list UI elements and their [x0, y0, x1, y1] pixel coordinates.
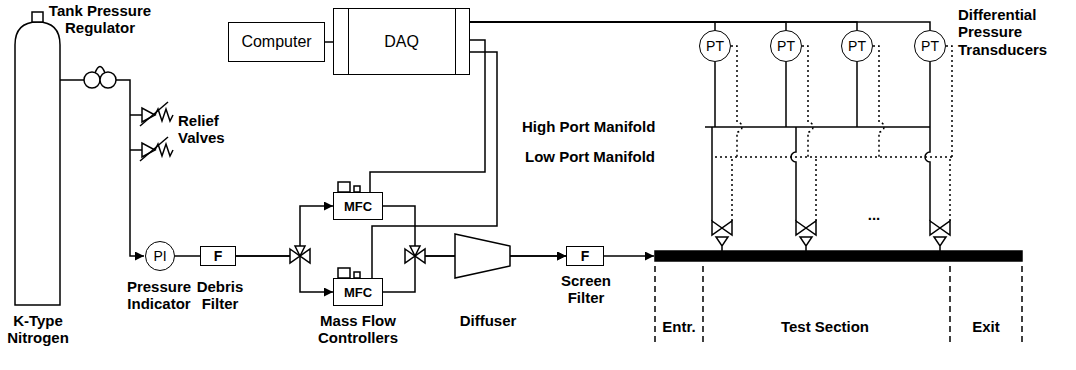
pipe	[60, 79, 84, 81]
three-way-valve	[930, 221, 950, 235]
node-text: PT	[706, 39, 724, 53]
valve-stem	[934, 237, 946, 251]
regulator-dome	[95, 67, 105, 74]
gas-cylinder	[15, 22, 60, 305]
section-divider	[1021, 266, 1023, 345]
three-way-valve	[712, 221, 732, 235]
three-way-valve	[410, 246, 420, 256]
node-text: Computer	[241, 34, 311, 50]
mass-flow-controller: MFC	[333, 192, 383, 220]
regulator-symbol	[100, 72, 116, 88]
pressure-transducer: PT	[699, 30, 731, 62]
mfc-head	[338, 182, 350, 192]
node-text: F	[581, 249, 590, 263]
valve-high-leg	[791, 127, 796, 221]
valve-stem	[800, 237, 812, 251]
node-text: PI	[153, 249, 166, 263]
section-divider	[949, 266, 951, 345]
filter-box: F	[566, 246, 604, 266]
daq-box: DAQ	[333, 8, 470, 75]
cylinder-valve	[32, 12, 43, 22]
daq-panel-line	[348, 9, 349, 74]
pressure-transducer: PT	[914, 30, 946, 62]
connector-line	[236, 256, 333, 292]
connector-line	[236, 206, 333, 256]
transducer-low-line	[946, 46, 952, 157]
node-text: DAQ	[384, 34, 419, 50]
mass-flow-controller: MFC	[333, 278, 383, 306]
diffuser-symbol	[455, 234, 510, 278]
part-label: Differential Pressure Transducers	[958, 6, 1072, 58]
node-text: PT	[848, 39, 866, 53]
part-label: K-Type Nitrogen	[3, 312, 73, 347]
part-label: Screen Filter	[550, 272, 622, 307]
mfc-head	[338, 268, 350, 278]
pipe	[604, 255, 654, 257]
regulator-symbol	[84, 72, 100, 88]
part-label: Exit	[958, 318, 1014, 335]
part-label: Relief Valves	[178, 112, 258, 147]
part-label: Low Port Manifold	[525, 148, 705, 165]
relief-adjust	[140, 137, 168, 161]
part-label: Pressure Indicator	[118, 278, 200, 313]
pipe	[130, 114, 142, 116]
part-label: Entr.	[657, 318, 701, 335]
connector-line	[325, 41, 333, 43]
pipe	[130, 149, 142, 151]
high-port-manifold	[705, 126, 930, 128]
valve-stem	[716, 237, 728, 251]
connector-line	[470, 22, 930, 30]
node-text: PT	[777, 39, 795, 53]
connector-line	[470, 22, 786, 30]
part-label: Test Section	[750, 318, 900, 335]
section-divider	[702, 266, 704, 345]
low-port-manifold	[715, 156, 955, 158]
part-label: Diffuser	[448, 312, 528, 329]
part-label: Tank Pressure Regulator	[40, 2, 160, 37]
test-section-tube	[655, 251, 1022, 261]
part-label: High Port Manifold	[522, 118, 702, 135]
pressure-transducer: PT	[841, 30, 873, 62]
filter-box: F	[200, 246, 236, 266]
section-divider	[654, 266, 656, 345]
valve-high-leg	[925, 127, 930, 221]
pressure-indicator: PI	[145, 241, 175, 271]
transducer-low-line	[731, 46, 742, 157]
transducer-low-line	[802, 46, 813, 157]
three-way-valve	[796, 221, 816, 235]
connector-line	[470, 22, 715, 30]
part-label: ...	[862, 206, 886, 223]
node-text: MFC	[344, 286, 372, 299]
valve-high-leg	[711, 127, 713, 221]
relief-adjust	[140, 102, 168, 126]
pipe	[116, 80, 144, 256]
node-text: PT	[921, 39, 939, 53]
node-text: F	[214, 249, 223, 263]
part-label: Debris Filter	[194, 278, 246, 313]
computer-box: Computer	[228, 22, 325, 62]
connector-line	[175, 255, 200, 257]
three-way-valve	[295, 246, 305, 256]
valve-low-leg	[732, 157, 950, 221]
part-label: Mass Flow Controllers	[300, 312, 416, 347]
transducer-low-line	[873, 46, 884, 157]
pressure-transducer: PT	[770, 30, 802, 62]
daq-panel-line	[455, 9, 456, 74]
node-text: MFC	[344, 200, 372, 213]
transducer-high-line	[715, 62, 930, 127]
connector-line	[470, 22, 857, 30]
